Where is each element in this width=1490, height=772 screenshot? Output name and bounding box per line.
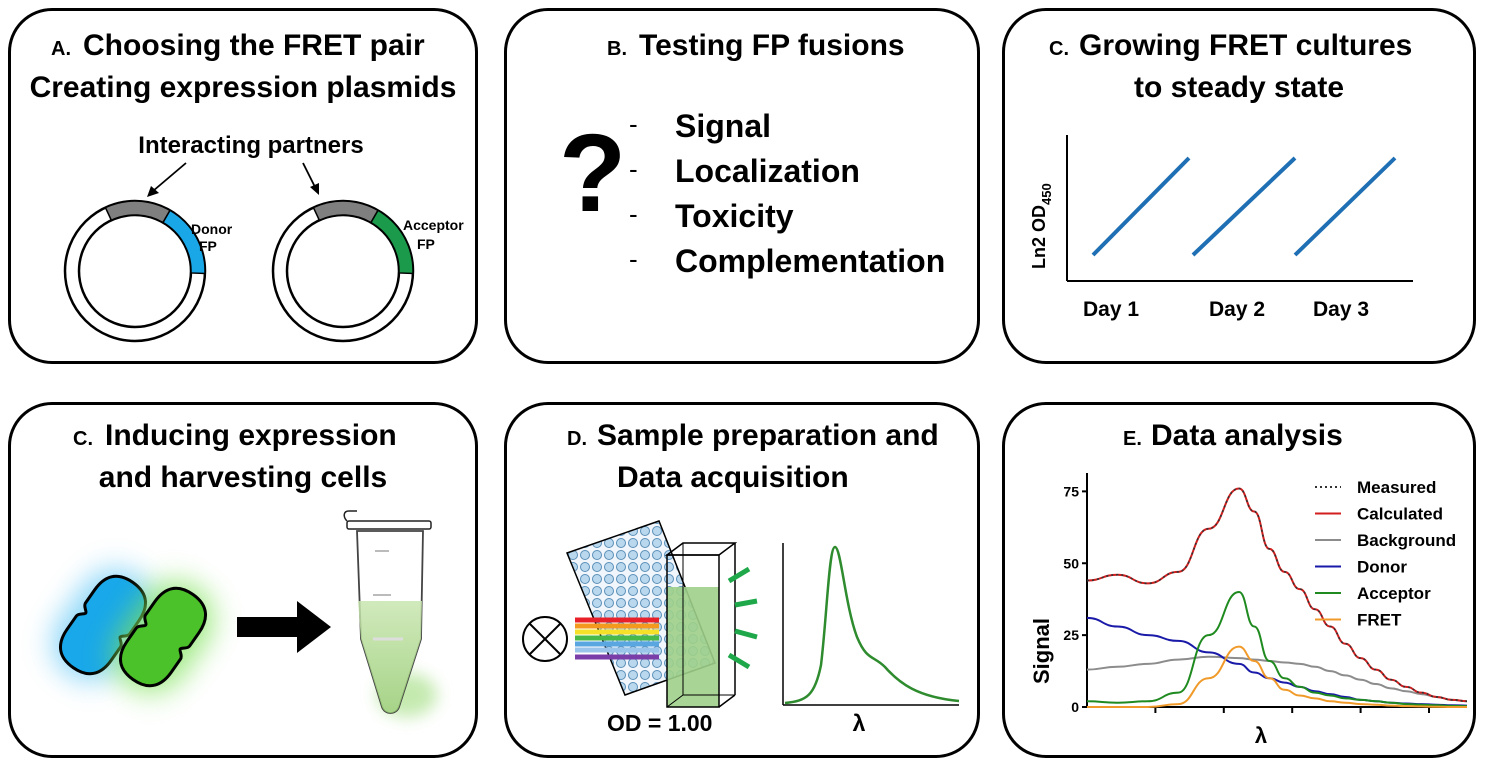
y-tick-label: 25 [1063, 627, 1079, 643]
item-toxicity: Toxicity [675, 198, 794, 234]
donor-label-1: Donor [191, 221, 233, 237]
donor-fp-segment [161, 209, 206, 275]
panel-d-title-line2: Data acquisition [617, 461, 849, 494]
panel-c-induce-canvas: C. Inducing expression and harvesting ce… [52, 419, 437, 717]
chart-lines [1086, 487, 1468, 708]
acceptor-fp-segment [369, 209, 414, 275]
item-dash-1: - [629, 109, 638, 139]
item-localization: Localization [675, 153, 860, 189]
growth-line-day2 [1191, 156, 1297, 257]
acceptor-plasmid [271, 199, 415, 343]
legend-label: Acceptor [1357, 584, 1431, 603]
growth-line-day1 [1091, 156, 1191, 257]
panel-a-title-line1: Choosing the FRET pair [83, 29, 425, 62]
day-3-label: Day 3 [1313, 298, 1369, 321]
panel-e: E. Data analysis Signal λ 0 25 50 75 Measur… [1002, 402, 1476, 758]
panel-a: A. Choosing the FRET pair Creating expre… [8, 8, 478, 364]
panel-d-prefix: D. [567, 428, 587, 450]
legend-label: FRET [1357, 611, 1402, 630]
light-source-icon [522, 616, 568, 662]
panel-a-prefix: A. [51, 38, 71, 60]
item-complementation: Complementation [675, 243, 945, 279]
panel-b-prefix: B. [607, 38, 627, 60]
panel-c-induce-title-line2: and harvesting cells [99, 461, 387, 494]
y-tick-label: 0 [1071, 699, 1079, 715]
interacting-arrow-right [302, 162, 319, 195]
light-beams [575, 617, 659, 660]
panel-c-induce-prefix: C. [73, 428, 93, 450]
panel-e-prefix: E. [1123, 428, 1142, 450]
y-tick-label: 75 [1063, 483, 1079, 499]
legend-label: Donor [1357, 558, 1407, 577]
panel-c-growth-title-line2: to steady state [1134, 71, 1344, 104]
panel-c-growth-title-line1: Growing FRET cultures [1079, 29, 1412, 62]
panel-d-title-line1: Sample preparation and [597, 419, 939, 452]
panel-e-title: Data analysis [1151, 419, 1343, 452]
panel-c-induce: C. Inducing expression and harvesting ce… [8, 402, 478, 758]
acceptor-cell [112, 580, 214, 694]
item-dash-2: - [629, 154, 638, 184]
acceptor-label-1: Acceptor [403, 217, 464, 233]
legend-label: Calculated [1357, 505, 1443, 524]
day-1-label: Day 1 [1083, 298, 1139, 321]
acceptor-label-2: FP [417, 236, 435, 252]
od-label: OD = 1.00 [607, 710, 712, 736]
panel-c-growth: C. Growing FRET cultures to steady state… [1002, 8, 1476, 364]
panel-b-title: Testing FP fusions [639, 29, 905, 62]
emission-rays [727, 566, 758, 670]
panel-e-canvas: E. Data analysis Signal λ 0 25 50 75 Measur… [1029, 419, 1468, 748]
day-2-label: Day 2 [1209, 298, 1265, 321]
item-dash-4: - [629, 244, 638, 274]
growth-line-day3 [1293, 156, 1397, 257]
y-tick-label: 50 [1063, 555, 1079, 571]
panel-a-canvas: A. Choosing the FRET pair Creating expre… [30, 29, 464, 343]
series-line-acceptor [1086, 590, 1468, 708]
chart-legend: MeasuredCalculatedBackgroundDonorAccepto… [1315, 478, 1456, 630]
chart-xlabel: λ [1255, 723, 1267, 748]
series-line-background [1086, 655, 1468, 703]
interacting-partners-label: Interacting partners [138, 132, 363, 159]
panel-d-canvas: D. Sample preparation and Data acquisiti… [522, 419, 960, 736]
panel-b-canvas: B. Testing FP fusions ? - Signal - Local… [559, 29, 945, 279]
interacting-arrow-left [147, 162, 187, 197]
panel-c-growth-canvas: C. Growing FRET cultures to steady state… [1029, 29, 1413, 321]
legend-label: Background [1357, 531, 1456, 550]
item-dash-3: - [629, 199, 638, 229]
spectrum-xlabel: λ [853, 710, 866, 736]
donor-label-2: FP [199, 238, 217, 254]
question-mark: ? [559, 112, 626, 235]
cuvette [664, 542, 738, 708]
eppendorf-tube [343, 510, 437, 717]
panel-d: D. Sample preparation and Data acquisiti… [504, 402, 980, 758]
chart-ylabel: Signal [1029, 618, 1054, 684]
donor-plasmid [63, 199, 207, 343]
panel-c-growth-prefix: C. [1049, 38, 1069, 60]
series-line-fret [1087, 645, 1467, 708]
emission-spectrum-curve [784, 545, 960, 705]
item-signal: Signal [675, 108, 771, 144]
harvest-arrow [237, 601, 331, 653]
legend-label: Measured [1357, 478, 1436, 497]
panel-b: B. Testing FP fusions ? - Signal - Local… [504, 8, 980, 364]
growth-ylabel: Ln2 OD450 [1029, 183, 1054, 269]
panel-a-title-line2: Creating expression plasmids [30, 71, 457, 104]
series-line-measured [1086, 487, 1468, 703]
panel-c-induce-title-line1: Inducing expression [105, 419, 397, 452]
